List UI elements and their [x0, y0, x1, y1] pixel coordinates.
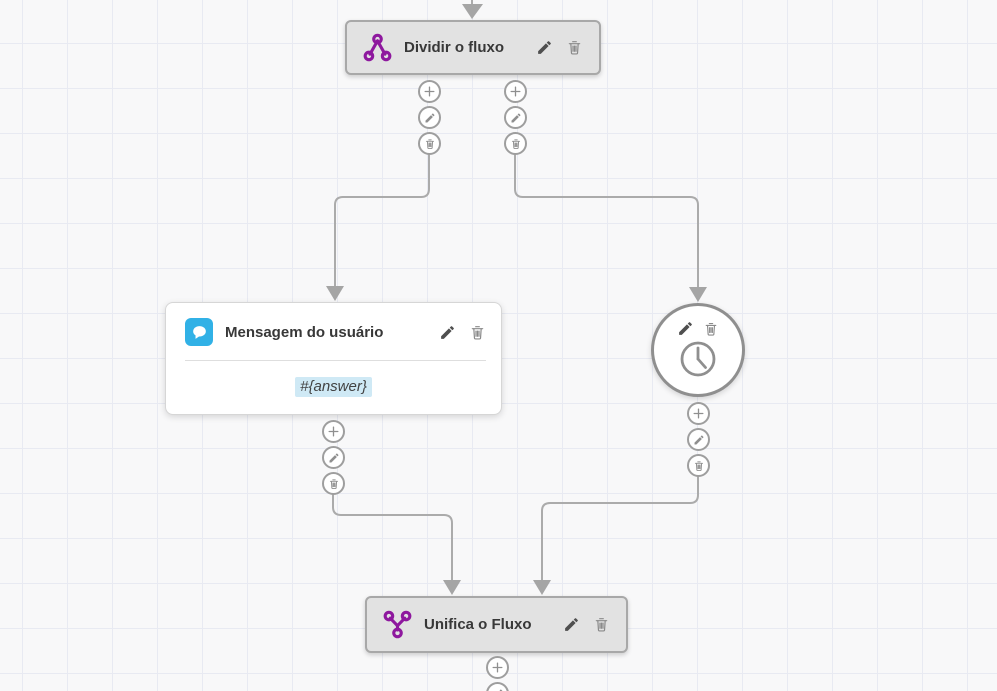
- node-actions: [677, 320, 719, 337]
- arrowhead-icon: [462, 4, 483, 19]
- split-flow-icon: [363, 33, 392, 62]
- trash-icon: [595, 618, 608, 632]
- node-actions: [549, 616, 610, 633]
- card-header: Mensagem do usuário: [166, 303, 501, 360]
- pencil-icon: [565, 618, 578, 631]
- trash-icon: [568, 41, 581, 55]
- variable-chip[interactable]: #{answer}: [295, 377, 372, 397]
- node-dividir-o-fluxo[interactable]: Dividir o fluxo: [345, 20, 601, 75]
- delete-node-button[interactable]: [593, 616, 610, 633]
- edge-wait-to-merge: [541, 475, 699, 582]
- edit-connection-button[interactable]: [418, 106, 441, 129]
- add-block-button[interactable]: [687, 402, 710, 425]
- delete-connection-button[interactable]: [504, 132, 527, 155]
- edge-split-to-wait: [514, 153, 699, 289]
- add-block-button[interactable]: [504, 80, 527, 103]
- plus-icon: [510, 86, 521, 97]
- chat-bubble-icon: [185, 318, 213, 346]
- edit-connection-button[interactable]: [504, 106, 527, 129]
- node-title: Unifica o Fluxo: [424, 616, 532, 633]
- pencil-icon: [538, 41, 551, 54]
- edit-node-button[interactable]: [563, 616, 580, 633]
- node-title: Dividir o fluxo: [404, 39, 505, 56]
- pencil-icon: [425, 112, 435, 122]
- arrowhead-icon: [443, 580, 461, 595]
- plus-icon: [424, 86, 435, 97]
- edit-connection-button[interactable]: [486, 682, 509, 691]
- arrowhead-icon: [533, 580, 551, 595]
- delete-node-button[interactable]: [469, 324, 486, 341]
- node-title: Mensagem do usuário: [225, 323, 384, 341]
- arrowhead-icon: [326, 286, 344, 301]
- edit-connection-button[interactable]: [322, 446, 345, 469]
- card-body: #{answer}: [166, 361, 501, 413]
- plus-icon: [328, 426, 339, 437]
- delete-node-button[interactable]: [703, 321, 719, 337]
- card-divider: [185, 360, 486, 361]
- edge-buttons-stack: [418, 80, 441, 155]
- edit-node-button[interactable]: [536, 39, 553, 56]
- node-actions: [425, 324, 486, 341]
- add-block-button[interactable]: [418, 80, 441, 103]
- pencil-icon: [694, 434, 704, 444]
- pencil-icon: [329, 452, 339, 462]
- add-block-button[interactable]: [486, 656, 509, 679]
- node-unifica-o-fluxo[interactable]: Unifica o Fluxo: [365, 596, 628, 653]
- pencil-icon: [511, 112, 521, 122]
- pencil-icon: [498, 688, 503, 691]
- trash-icon: [694, 460, 703, 471]
- edit-node-button[interactable]: [677, 320, 694, 337]
- edge-buttons-stack: [687, 402, 710, 477]
- trash-icon: [425, 138, 434, 149]
- edge-message-to-merge: [332, 493, 453, 582]
- trash-icon: [329, 478, 338, 489]
- pencil-icon: [679, 322, 692, 335]
- edit-connection-button[interactable]: [687, 428, 710, 451]
- plus-icon: [492, 662, 503, 673]
- delete-connection-button[interactable]: [687, 454, 710, 477]
- trash-icon: [705, 322, 717, 336]
- delete-connection-button[interactable]: [418, 132, 441, 155]
- pencil-icon: [441, 325, 454, 339]
- arrowhead-icon: [689, 287, 707, 302]
- clock-icon: [678, 339, 718, 379]
- edge-buttons-stack: [486, 656, 509, 691]
- node-actions: [522, 39, 583, 56]
- add-block-button[interactable]: [322, 420, 345, 443]
- trash-icon: [471, 325, 484, 340]
- merge-flow-icon: [383, 610, 412, 639]
- edge-buttons-stack: [322, 420, 345, 495]
- node-mensagem-do-usuario[interactable]: Mensagem do usuário #{answer}: [165, 302, 502, 415]
- node-wait-clock[interactable]: [651, 303, 745, 397]
- edge-split-to-message: [334, 153, 430, 288]
- plus-icon: [693, 408, 704, 419]
- edge-buttons-stack: [504, 80, 527, 155]
- edit-node-button[interactable]: [439, 324, 456, 341]
- delete-connection-button[interactable]: [322, 472, 345, 495]
- delete-node-button[interactable]: [566, 39, 583, 56]
- trash-icon: [511, 138, 520, 149]
